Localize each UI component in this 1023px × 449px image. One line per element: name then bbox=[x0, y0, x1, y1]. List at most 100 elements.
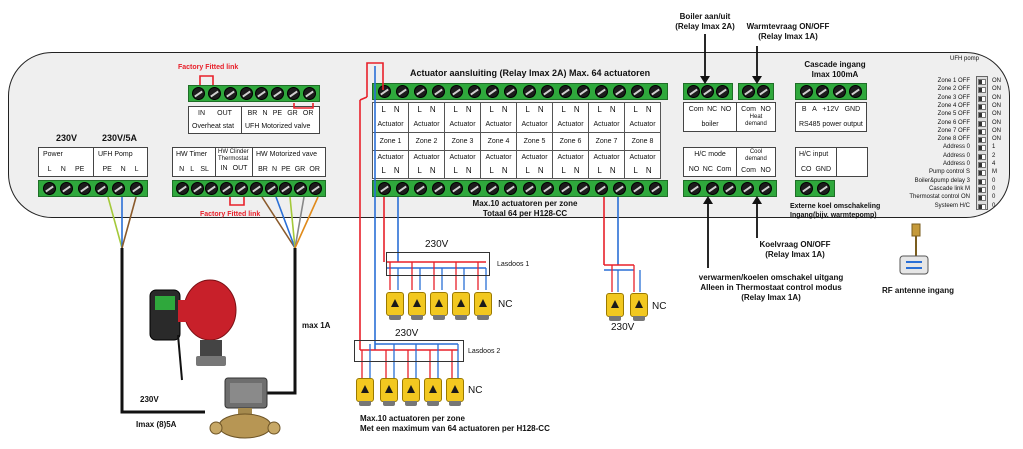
screw-icon[interactable] bbox=[205, 182, 219, 195]
screw-icon[interactable] bbox=[504, 182, 518, 195]
dip-switch-row[interactable] bbox=[978, 112, 986, 119]
screw-icon[interactable] bbox=[468, 85, 482, 98]
screw-icon[interactable] bbox=[431, 182, 445, 195]
dip-knob[interactable] bbox=[979, 196, 982, 201]
dip-knob[interactable] bbox=[979, 104, 982, 109]
dip-switch-row[interactable] bbox=[978, 137, 986, 144]
screw-icon[interactable] bbox=[77, 182, 91, 195]
screw-icon[interactable] bbox=[395, 85, 409, 98]
screw-icon[interactable] bbox=[613, 182, 627, 195]
dip-knob[interactable] bbox=[979, 171, 982, 176]
dip-switch-row[interactable] bbox=[978, 128, 986, 135]
screw-icon[interactable] bbox=[395, 182, 409, 195]
dip-switch-row[interactable] bbox=[978, 87, 986, 94]
dip-knob[interactable] bbox=[979, 129, 982, 134]
dip-knob[interactable] bbox=[979, 80, 982, 84]
terminal-block-actuator-top[interactable] bbox=[372, 83, 668, 100]
screw-icon[interactable] bbox=[175, 182, 189, 195]
screw-icon[interactable] bbox=[631, 85, 645, 98]
screw-icon[interactable] bbox=[208, 87, 222, 100]
screw-icon[interactable] bbox=[255, 87, 269, 100]
screw-icon[interactable] bbox=[686, 85, 700, 98]
terminal-block-hw[interactable] bbox=[172, 180, 326, 197]
dip-knob[interactable] bbox=[979, 96, 982, 101]
dip-switch-row[interactable] bbox=[978, 79, 986, 85]
screw-icon[interactable] bbox=[741, 182, 755, 195]
dip-knob[interactable] bbox=[979, 121, 982, 126]
dip-switch-row[interactable] bbox=[978, 186, 986, 193]
dip-switch-row[interactable] bbox=[978, 103, 986, 110]
terminal-block-actuator-bottom[interactable] bbox=[372, 180, 668, 197]
dip-knob[interactable] bbox=[979, 88, 982, 93]
screw-icon[interactable] bbox=[286, 87, 300, 100]
screw-icon[interactable] bbox=[631, 182, 645, 195]
dip-knob[interactable] bbox=[979, 163, 982, 167]
dip-switch-row[interactable] bbox=[978, 203, 986, 210]
screw-icon[interactable] bbox=[576, 85, 590, 98]
screw-icon[interactable] bbox=[816, 85, 830, 98]
screw-icon[interactable] bbox=[688, 182, 702, 195]
screw-icon[interactable] bbox=[558, 182, 572, 195]
screw-icon[interactable] bbox=[112, 182, 126, 195]
dip-switch-row[interactable] bbox=[978, 95, 986, 102]
dip-knob[interactable] bbox=[979, 154, 982, 159]
screw-icon[interactable] bbox=[649, 85, 663, 98]
screw-icon[interactable] bbox=[799, 85, 813, 98]
screw-icon[interactable] bbox=[294, 182, 308, 195]
screw-icon[interactable] bbox=[504, 85, 518, 98]
screw-icon[interactable] bbox=[95, 182, 109, 195]
screw-icon[interactable] bbox=[223, 87, 237, 100]
screw-icon[interactable] bbox=[758, 182, 772, 195]
screw-icon[interactable] bbox=[701, 85, 715, 98]
screw-icon[interactable] bbox=[595, 182, 609, 195]
screw-icon[interactable] bbox=[309, 182, 323, 195]
terminal-block-power[interactable] bbox=[38, 180, 148, 197]
screw-icon[interactable] bbox=[757, 85, 770, 98]
screw-icon[interactable] bbox=[235, 182, 249, 195]
screw-icon[interactable] bbox=[431, 85, 445, 98]
dip-switch-row[interactable] bbox=[978, 120, 986, 127]
screw-icon[interactable] bbox=[540, 85, 554, 98]
dip-knob[interactable] bbox=[979, 204, 982, 209]
screw-icon[interactable] bbox=[220, 182, 234, 195]
dip-switch[interactable] bbox=[976, 76, 988, 210]
screw-icon[interactable] bbox=[723, 182, 737, 195]
screw-icon[interactable] bbox=[129, 182, 143, 195]
screw-icon[interactable] bbox=[558, 85, 572, 98]
screw-icon[interactable] bbox=[264, 182, 278, 195]
dip-switch-row[interactable] bbox=[978, 145, 986, 152]
screw-icon[interactable] bbox=[817, 182, 830, 195]
terminal-block-heat-demand[interactable] bbox=[738, 83, 774, 100]
screw-icon[interactable] bbox=[43, 182, 57, 195]
terminal-block-hc-input[interactable] bbox=[795, 180, 835, 197]
screw-icon[interactable] bbox=[450, 85, 464, 98]
screw-icon[interactable] bbox=[60, 182, 74, 195]
screw-icon[interactable] bbox=[742, 85, 755, 98]
dip-switch-row[interactable] bbox=[978, 162, 986, 168]
screw-icon[interactable] bbox=[595, 85, 609, 98]
screw-icon[interactable] bbox=[800, 182, 813, 195]
screw-icon[interactable] bbox=[716, 85, 730, 98]
screw-icon[interactable] bbox=[271, 87, 285, 100]
screw-icon[interactable] bbox=[279, 182, 293, 195]
dip-switch-row[interactable] bbox=[978, 195, 986, 202]
screw-icon[interactable] bbox=[522, 182, 536, 195]
screw-icon[interactable] bbox=[486, 182, 500, 195]
dip-switch-row[interactable] bbox=[978, 170, 986, 177]
screw-icon[interactable] bbox=[486, 85, 500, 98]
screw-icon[interactable] bbox=[522, 85, 536, 98]
screw-icon[interactable] bbox=[849, 85, 863, 98]
terminal-block-overheat[interactable] bbox=[188, 85, 320, 102]
screw-icon[interactable] bbox=[613, 85, 627, 98]
dip-knob[interactable] bbox=[979, 113, 982, 118]
dip-knob[interactable] bbox=[979, 179, 982, 184]
terminal-block-hc[interactable] bbox=[683, 180, 777, 197]
screw-icon[interactable] bbox=[576, 182, 590, 195]
screw-icon[interactable] bbox=[192, 87, 206, 100]
screw-icon[interactable] bbox=[377, 85, 391, 98]
dip-knob[interactable] bbox=[979, 187, 982, 192]
dip-switch-row[interactable] bbox=[978, 178, 986, 185]
screw-icon[interactable] bbox=[302, 87, 316, 100]
screw-icon[interactable] bbox=[239, 87, 253, 100]
screw-icon[interactable] bbox=[540, 182, 554, 195]
